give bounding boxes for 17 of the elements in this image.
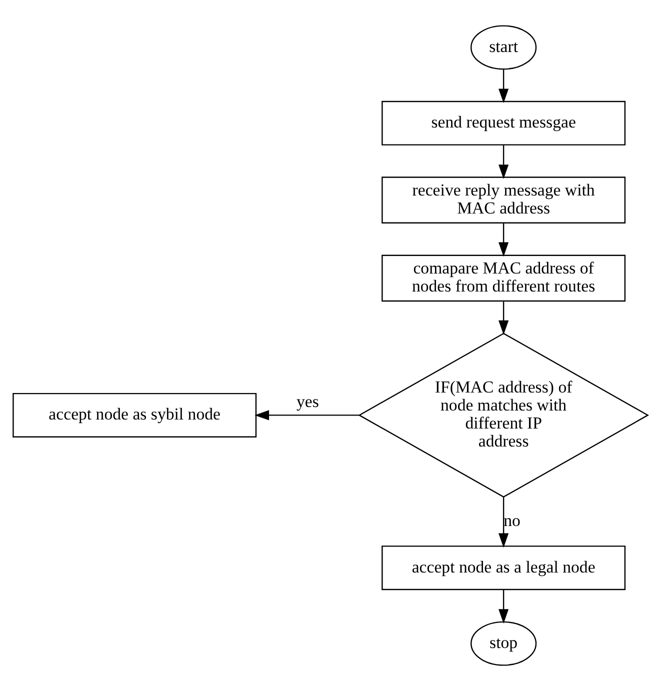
- node-box: accept node as sybil node: [12, 392, 257, 437]
- node-box: comapare MAC address of nodes from different routes: [382, 254, 626, 302]
- arrow: [498, 589, 509, 624]
- node-box: accept node as a legal node: [382, 545, 626, 590]
- arrow: [254, 410, 360, 420]
- edge-label: no: [504, 510, 520, 530]
- arrow: [498, 68, 509, 103]
- arrow: [498, 222, 509, 256]
- node-ellipse: start: [470, 24, 537, 70]
- arrow: [498, 496, 509, 548]
- node-box: receive reply message with MAC address: [382, 176, 626, 223]
- node-box: send request messgae: [382, 100, 626, 145]
- node-ellipse: stop: [470, 620, 537, 666]
- edge-label: yes: [296, 392, 319, 411]
- arrow: [498, 144, 509, 179]
- arrow: [498, 301, 509, 334]
- node-diamond: IF(MAC address) of node matches with different IP address: [358, 332, 649, 498]
